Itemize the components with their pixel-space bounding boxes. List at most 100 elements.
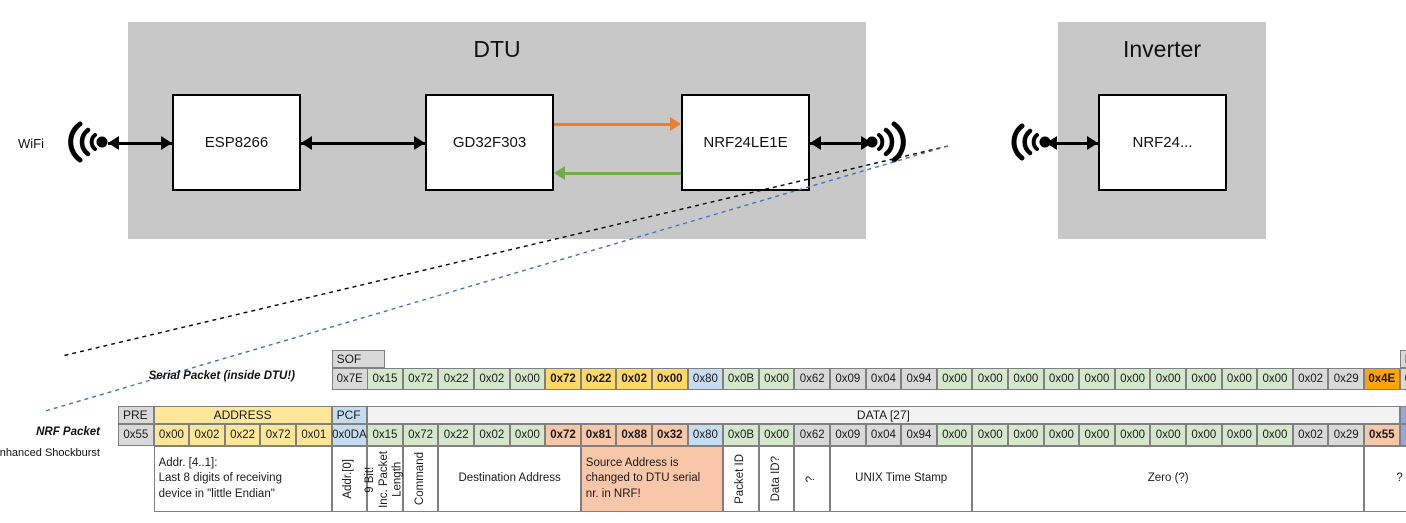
packet-id-note-text: Packet ID — [734, 454, 747, 504]
serial-cell: 0x00 — [972, 368, 1008, 390]
serial-cell: 0x00 — [1043, 368, 1080, 390]
serial-cell: 0x94 — [901, 368, 937, 390]
nrf-cell: 0x00 — [1079, 424, 1115, 446]
nrf-cell: 0x72 — [545, 424, 581, 446]
serial-cell: 0x00 — [652, 368, 688, 390]
nrf-cell: 0x15 — [367, 424, 403, 446]
data-id-note: Data ID? — [758, 446, 795, 512]
serial-cell: 0x00 — [758, 368, 795, 390]
serial-cell: 0x22 — [580, 368, 617, 390]
wifi-antenna-icon — [64, 118, 108, 166]
serial-header-sof: SOF — [331, 350, 385, 368]
chip-esp8266[interactable]: ESP8266 — [172, 94, 301, 191]
nrf-cell: 0x72 — [402, 424, 439, 446]
serial-cell: 0x09 — [830, 368, 866, 390]
nrf-header-nrf-crc: NRF CRC — [1399, 406, 1406, 424]
nrf-packet-sublabel: Enhanced Shockburst — [0, 447, 100, 459]
serial-cell: 0x04 — [865, 368, 902, 390]
arrow-left-wifi — [108, 136, 119, 150]
serial-cell: 0x4E — [1364, 368, 1400, 390]
zero-note: Zero (?) — [972, 446, 1364, 512]
chip-gd32f303[interactable]: GD32F303 — [425, 94, 554, 191]
nrf-cell: 0x00 — [972, 424, 1008, 446]
serial-cell: 0x29 — [1328, 368, 1364, 390]
serial-cell: 0x02 — [1292, 368, 1329, 390]
serial-cell: 0x62 — [794, 368, 830, 390]
nrf-cell: 0x29 — [1328, 424, 1364, 446]
serial-cell: 0x02 — [474, 368, 510, 390]
unix-time-note: UNIX Time Stamp — [830, 446, 973, 512]
arrow-right-antenna-dtu — [861, 136, 872, 150]
nrf-cell: 0x62 — [794, 424, 830, 446]
nrf-header-data: DATA [27] — [367, 406, 1400, 424]
nrf-cell: 0x01 — [296, 424, 332, 446]
nrf-cell: 0x0DA — [331, 424, 368, 446]
nrf-cell: 0x00 — [1008, 424, 1044, 446]
unknown-note-1: ? — [794, 446, 830, 512]
chip-nrf24[interactable]: NRF24... — [1098, 94, 1227, 191]
unknown-note-1-text: ? — [805, 475, 818, 483]
serial-cell: 0x00 — [1150, 368, 1186, 390]
nrf-cell: 0x00 — [1257, 424, 1293, 446]
arrow-left-rx — [554, 166, 565, 180]
arrow-right-nrf24 — [1087, 136, 1098, 150]
serial-cell: 0x00 — [936, 368, 973, 390]
serial-cell: 0x00 — [1221, 368, 1258, 390]
inverter-title: Inverter — [1123, 36, 1201, 62]
wifi-label: WiFi — [18, 136, 44, 151]
arrow-left-nrf-dtu — [810, 136, 821, 150]
block-diagram: DTU Inverter ESP8266 GD32F303 NRF24LE1E … — [0, 0, 1406, 260]
nrf-cell: 0x00 — [509, 424, 546, 446]
nrf-cell: 0x0B — [723, 424, 759, 446]
command-note: Command — [402, 446, 439, 512]
arrow-right-tx — [670, 117, 681, 131]
nrf-cell: 0x81 — [580, 424, 617, 446]
arrow-right-esp — [161, 136, 172, 150]
nrf-cell: 0x80 — [687, 424, 724, 446]
addr0-note: Addr.[0] — [331, 446, 368, 512]
serial-cell: 0x15 — [367, 368, 403, 390]
nrf-cell: 0x88 — [616, 424, 652, 446]
nrf-cell: 0x55 — [1364, 424, 1400, 446]
chip-nrf24le1e[interactable]: NRF24LE1E — [681, 94, 810, 191]
serial-packet-label: Serial Packet (inside DTU!) — [148, 370, 295, 382]
nrf-cell: 0x00 — [936, 424, 973, 446]
unknown-note-2: ? — [1364, 446, 1406, 512]
serial-cell: 0x72 — [545, 368, 581, 390]
nrf-cell: 0x02 — [189, 424, 225, 446]
nrf-cell: 0x94 — [901, 424, 937, 446]
nrf-cell: 0x22 — [438, 424, 474, 446]
arrow-left-inverter-antenna — [1046, 136, 1057, 150]
nrf-cell: 0x09 — [830, 424, 866, 446]
nrf-cell: 0x72 — [260, 424, 296, 446]
serial-cell: 0x80 — [687, 368, 724, 390]
inverter-enclosure: Inverter — [1058, 22, 1266, 239]
nrf-cell: 0x00 — [153, 424, 190, 446]
nrf-cell: 0x02 — [1292, 424, 1329, 446]
link-antenna-nrf24 — [1046, 142, 1098, 145]
nrf-cell: 0x55 — [118, 424, 154, 446]
serial-cell: 0x00 — [1079, 368, 1115, 390]
dtu-antenna-icon — [866, 118, 910, 166]
packet-tables: Serial Packet (inside DTU!) NRF Packet E… — [0, 340, 1406, 523]
serial-cell: 0x00 — [509, 368, 546, 390]
serial-cell: 0x00 — [1186, 368, 1222, 390]
serial-cell: 0x7F — [1399, 368, 1406, 390]
dest-addr-note: Destination Address — [438, 446, 581, 512]
nrf-cell: 0x02 — [474, 424, 510, 446]
serial-header-eof: EOF — [1399, 350, 1406, 368]
nrf-cell: 0x00 — [1221, 424, 1258, 446]
arrow-left-esp — [301, 136, 312, 150]
addr0-note-text: Addr.[0] — [342, 459, 355, 499]
link-nrf-to-gd32-rx — [565, 172, 681, 175]
nrf-cell: 0x22 — [224, 424, 261, 446]
nrf-cell: 0x00 — [1150, 424, 1186, 446]
serial-cell: 0x00 — [1008, 368, 1044, 390]
serial-cell: 0x02 — [616, 368, 652, 390]
command-note-text: Command — [413, 452, 426, 506]
link-wifi-esp — [108, 142, 172, 145]
serial-cell: 0x22 — [438, 368, 474, 390]
